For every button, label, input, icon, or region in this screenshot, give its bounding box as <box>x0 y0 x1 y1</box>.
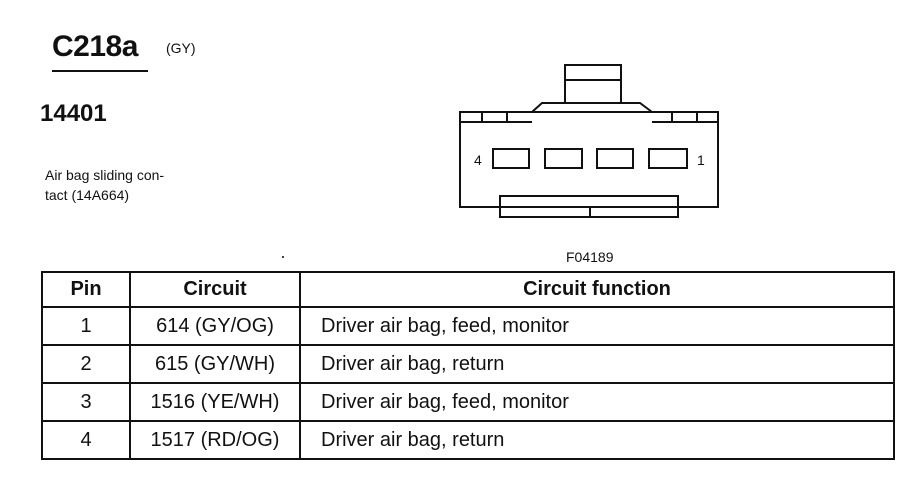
table-row: 4 1517 (RD/OG) Driver air bag, return <box>41 420 895 460</box>
pin-label-right: 1 <box>697 152 705 168</box>
pin-table: Pin Circuit Circuit function 1 614 (GY/O… <box>41 271 895 460</box>
header-circuit: Circuit <box>129 271 301 308</box>
pin-cell: 3 <box>41 382 131 422</box>
circuit-cell: 1516 (YE/WH) <box>129 382 301 422</box>
function-cell: Driver air bag, return <box>299 420 895 460</box>
part-number: 14401 <box>40 100 107 127</box>
connector-latch <box>564 64 622 104</box>
header-circuit-function: Circuit function <box>299 271 895 308</box>
connector-id: C218a <box>52 30 138 63</box>
pin-label-left: 4 <box>474 152 482 168</box>
component-description: Air bag sliding con- tact (14A664) <box>45 165 195 205</box>
connector-color: (GY) <box>166 40 196 56</box>
table-header-row: Pin Circuit Circuit function <box>41 271 895 308</box>
figure-id: F04189 <box>566 249 614 265</box>
header-pin: Pin <box>41 271 131 308</box>
pin-cavity <box>544 148 583 169</box>
component-description-line: tact (14A664) <box>45 187 130 203</box>
circuit-cell: 1517 (RD/OG) <box>129 420 301 460</box>
pin-cell: 4 <box>41 420 131 460</box>
table-row: 1 614 (GY/OG) Driver air bag, feed, moni… <box>41 306 895 346</box>
pin-cavity <box>648 148 688 169</box>
circuit-cell: 615 (GY/WH) <box>129 344 301 384</box>
connector-id-underline <box>52 70 148 72</box>
pin-cell: 2 <box>41 344 131 384</box>
table-row: 2 615 (GY/WH) Driver air bag, return <box>41 344 895 384</box>
connector-body <box>459 111 719 208</box>
function-cell: Driver air bag, feed, monitor <box>299 306 895 346</box>
connector-shoulder <box>531 102 653 113</box>
function-cell: Driver air bag, feed, monitor <box>299 382 895 422</box>
pin-cavity <box>492 148 530 169</box>
pin-cavity <box>596 148 634 169</box>
component-description-line: Air bag sliding con- <box>45 167 165 183</box>
function-cell: Driver air bag, return <box>299 344 895 384</box>
circuit-cell: 614 (GY/OG) <box>129 306 301 346</box>
scan-speck <box>282 256 284 258</box>
pin-cell: 1 <box>41 306 131 346</box>
table-row: 3 1516 (YE/WH) Driver air bag, feed, mon… <box>41 382 895 422</box>
